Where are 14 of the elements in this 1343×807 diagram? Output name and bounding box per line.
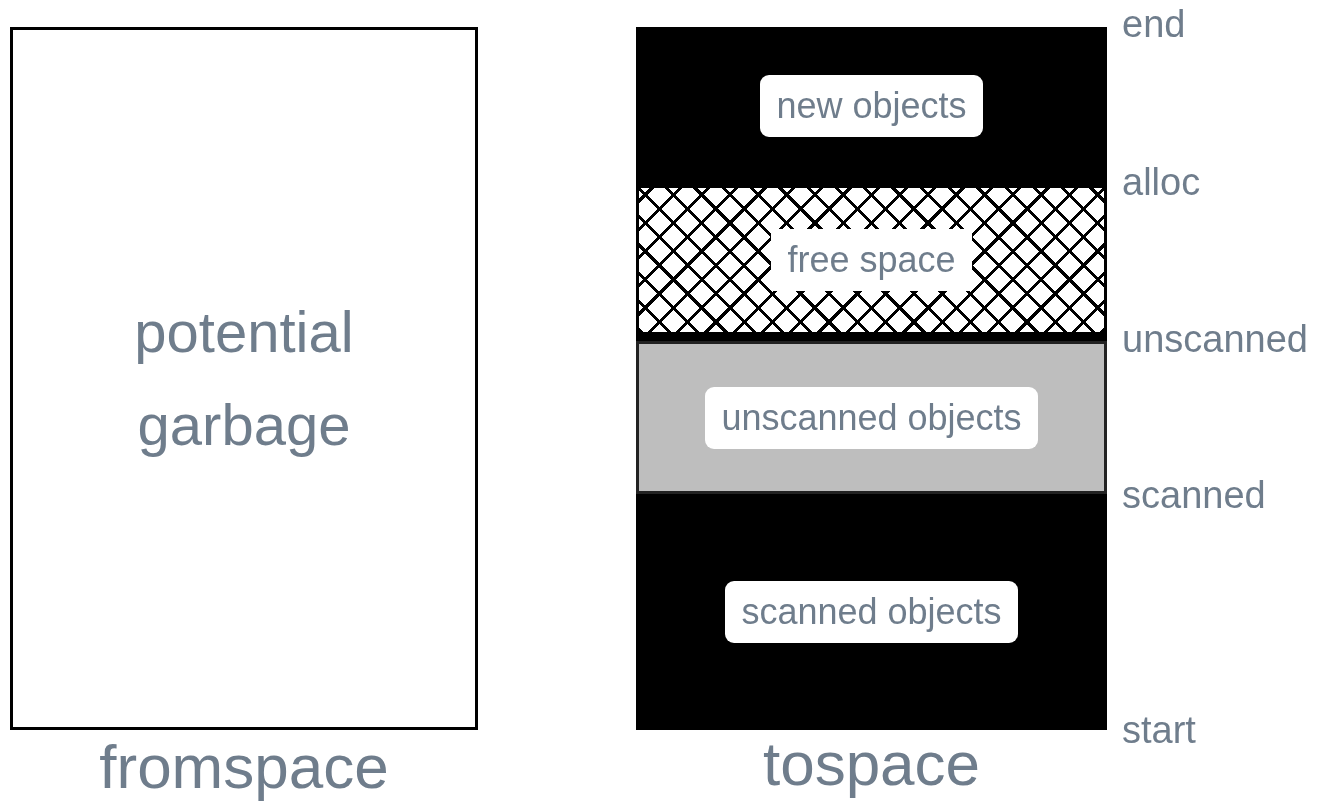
pointer-label: scanned bbox=[1122, 474, 1266, 517]
region-label: free space bbox=[771, 229, 972, 291]
region-label: new objects bbox=[760, 75, 983, 137]
pointer-label: end bbox=[1122, 3, 1186, 46]
region-label: unscanned objects bbox=[705, 386, 1038, 449]
space-title: fromspace bbox=[98, 734, 390, 800]
space-title: tospace bbox=[761, 731, 982, 797]
region-label: scanned objects bbox=[725, 581, 1018, 643]
memory-region-band bbox=[636, 341, 1107, 494]
region-label: potential garbage bbox=[133, 297, 355, 459]
pointer-label: unscanned bbox=[1122, 318, 1308, 361]
hatched-region-band bbox=[636, 185, 1107, 335]
pointer-label: start bbox=[1122, 709, 1196, 752]
pointer-label: alloc bbox=[1122, 161, 1201, 204]
